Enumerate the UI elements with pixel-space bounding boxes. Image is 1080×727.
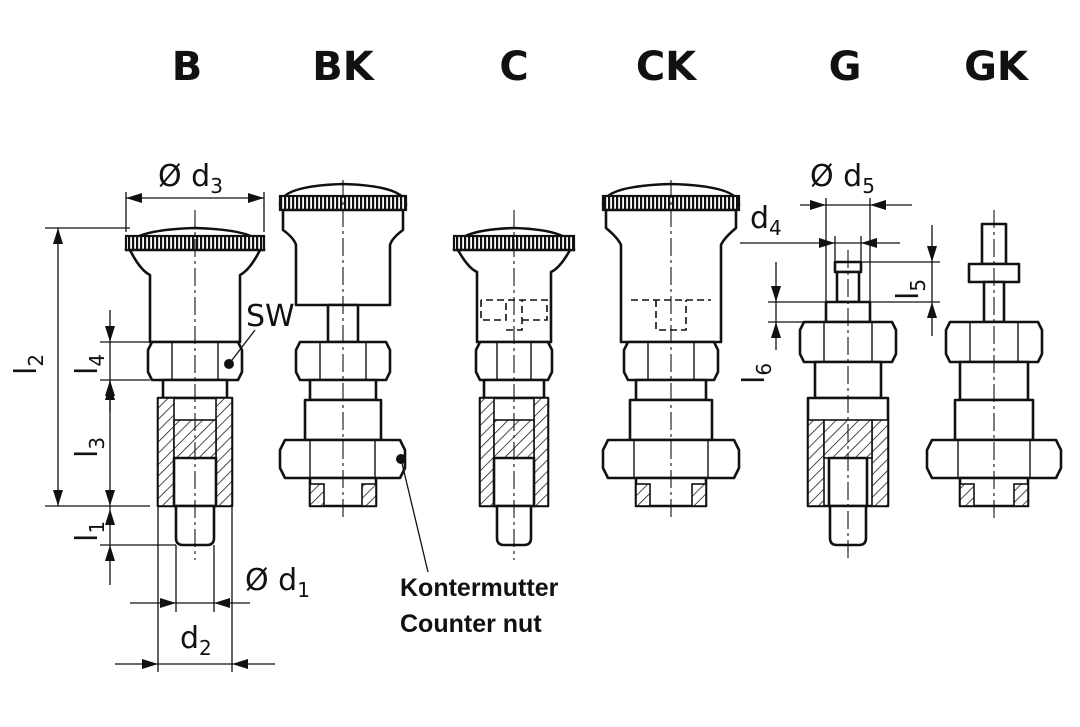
plunger-g xyxy=(798,250,898,560)
dim-l3-label: l3 xyxy=(70,437,109,458)
dim-l2-label: l2 xyxy=(9,354,48,375)
dim-d4-label: d4 xyxy=(750,201,782,240)
variant-label-g: G xyxy=(829,44,862,90)
variant-label-c: C xyxy=(499,44,528,90)
dimension-lines xyxy=(45,192,940,672)
callout-counter-nut-de: Kontermutter xyxy=(400,574,559,602)
plunger-ck xyxy=(601,180,741,520)
dim-l5-label: l5 xyxy=(891,279,930,300)
variant-label-b: B xyxy=(172,44,203,90)
dim-l4-label: l4 xyxy=(70,354,109,375)
variant-label-bk: BK xyxy=(312,44,375,90)
plunger-gk xyxy=(925,210,1063,520)
dim-d5-label: Ø d5 xyxy=(810,159,875,198)
dim-d2-label: d2 xyxy=(180,621,212,660)
plunger-b xyxy=(124,210,266,560)
dim-l6-label: l6 xyxy=(737,363,776,384)
dim-sw-label: SW xyxy=(246,299,295,334)
plunger-c xyxy=(452,210,576,560)
variant-label-gk: GK xyxy=(964,44,1030,90)
dim-l1-label: l1 xyxy=(70,521,109,542)
callout-counter-nut-en: Counter nut xyxy=(400,610,542,638)
dim-d3-label: Ø d3 xyxy=(158,159,223,198)
plunger-bk xyxy=(278,180,408,520)
dim-d1-label: Ø d1 xyxy=(245,563,310,602)
variant-label-ck: CK xyxy=(636,44,698,90)
